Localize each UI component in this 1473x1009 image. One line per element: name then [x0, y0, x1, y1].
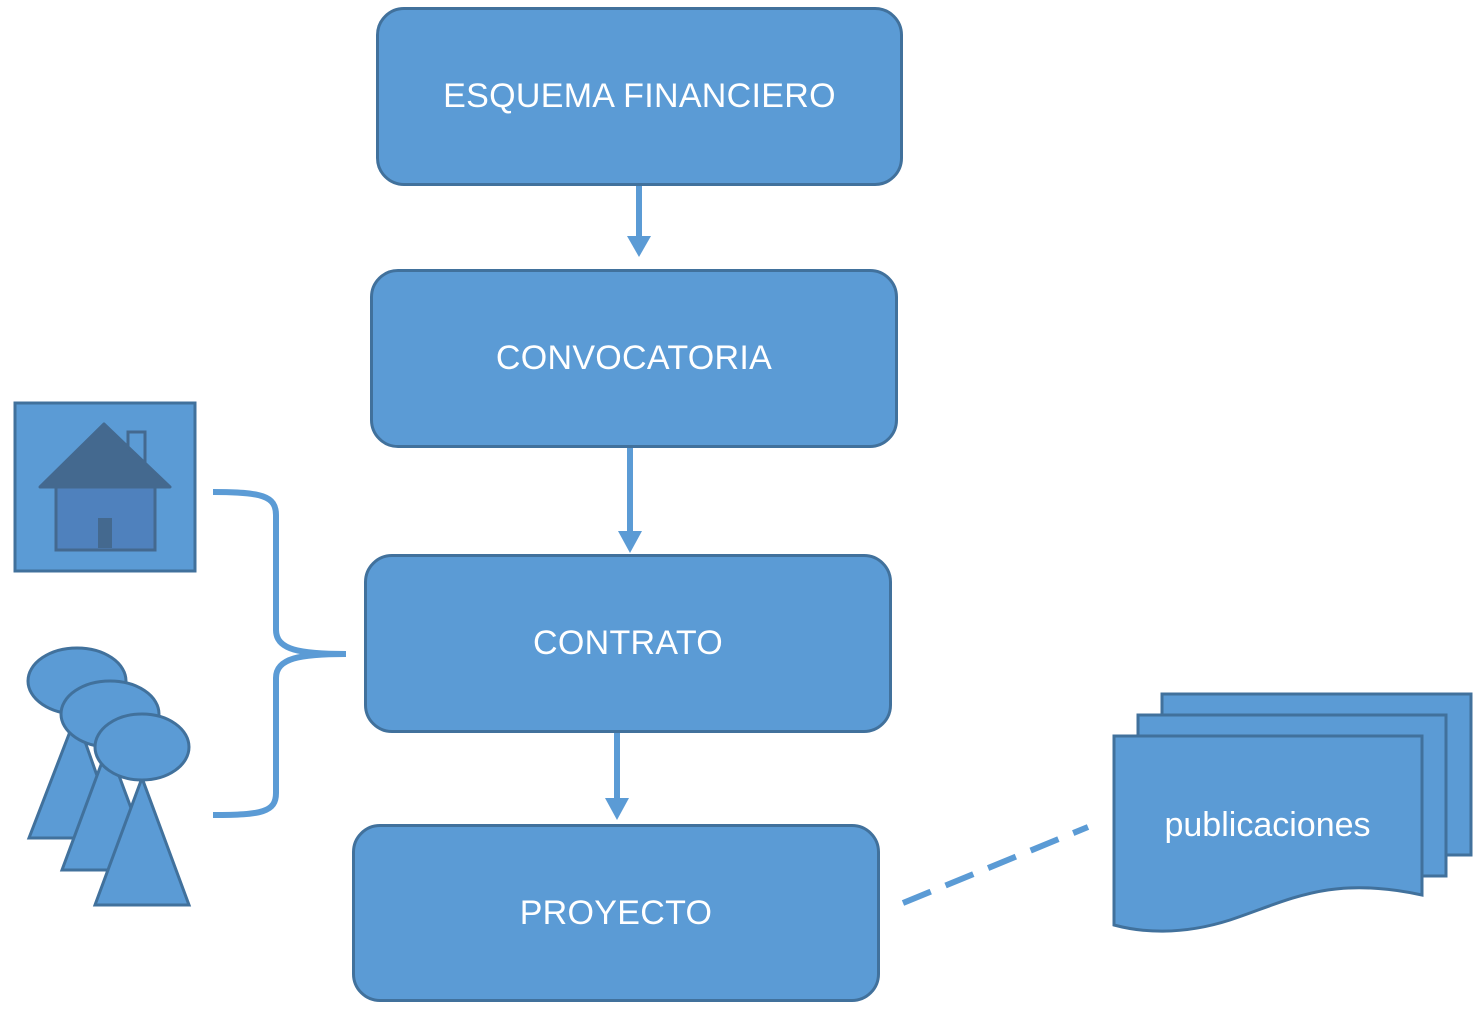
people-icon: [26, 646, 192, 907]
step-label: CONTRATO: [532, 624, 724, 662]
step-label: ESQUEMA FINANCIERO: [443, 77, 836, 115]
house-icon: [13, 401, 197, 573]
step-label: CONVOCATORIA: [495, 339, 773, 377]
step-convocatoria: CONVOCATORIA: [370, 269, 898, 448]
multiple-documents-icon: [1112, 692, 1473, 933]
arrow-esquema-to-convocatoria: [627, 185, 651, 257]
step-label: PROYECTO: [519, 893, 713, 932]
dashed-connector: [901, 824, 1090, 906]
curly-brace-icon: [212, 489, 347, 818]
step-esquema-financiero: ESQUEMA FINANCIERO: [376, 7, 903, 186]
publications-label: publicaciones: [1164, 806, 1371, 844]
step-proyecto: PROYECTO: [352, 824, 880, 1002]
step-contrato: CONTRATO: [364, 554, 892, 733]
